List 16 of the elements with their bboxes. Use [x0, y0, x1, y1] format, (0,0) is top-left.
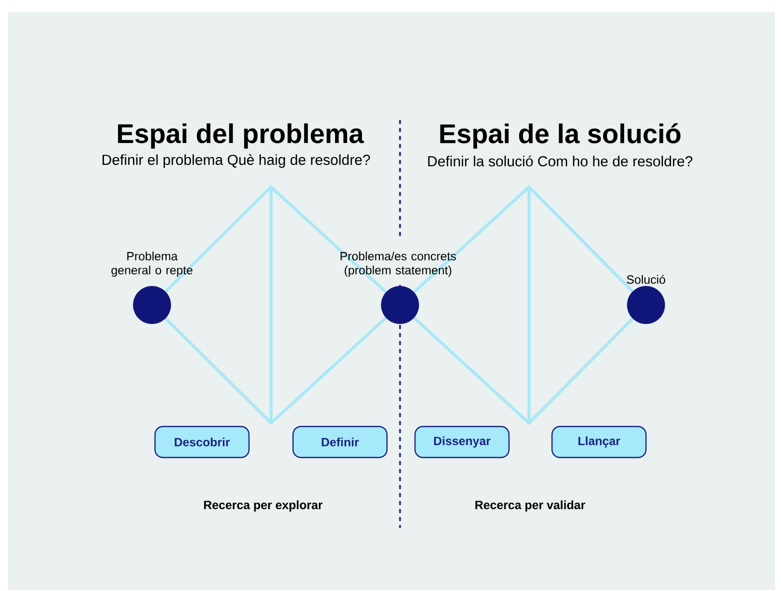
- subtitle: Definir la solució Com ho he de resoldre?: [428, 156, 692, 166]
- dot-marker: [133, 286, 171, 324]
- note-text: Recerca per validar: [475, 500, 586, 512]
- subtitle: Definir el problema Què haig de resoldre?: [102, 154, 370, 168]
- heading: Espai de la solució: [440, 123, 680, 149]
- dot-marker: [381, 286, 419, 324]
- node-caption: Problema/es concrets (problem statement): [340, 252, 456, 277]
- stage-button: Dissenyar: [414, 426, 510, 458]
- note-text: Recerca per explorar: [204, 500, 322, 512]
- heading: Espai del problema: [118, 123, 364, 149]
- stage-button: Llançar: [551, 426, 647, 458]
- node-caption: Problema general o repte: [111, 252, 192, 277]
- dot-marker: [627, 286, 665, 324]
- node-caption: Solució: [626, 274, 666, 284]
- stage-button: Descobrir: [154, 426, 250, 458]
- stage-button: Definir: [292, 426, 388, 458]
